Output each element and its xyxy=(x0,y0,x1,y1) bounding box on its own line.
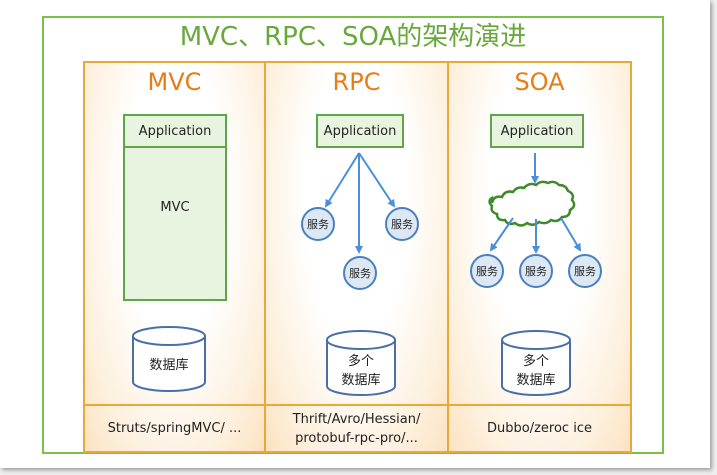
framework-footer-rpc: Thrift/Avro/Hessian/ protobuf-rpc-pro/..… xyxy=(266,404,447,451)
database-icon-mvc: 数据库 xyxy=(132,326,206,392)
database-label-rpc-1: 多个 xyxy=(348,353,374,369)
database-label-mvc: 数据库 xyxy=(149,357,188,373)
footer-line-2: protobuf-rpc-pro/... xyxy=(295,430,418,446)
framework-footer-mvc: Struts/springMVC/ ... xyxy=(85,404,264,451)
footer-line-1: Thrift/Avro/Hessian/ xyxy=(292,411,421,427)
database-label-rpc-2: 数据库 xyxy=(341,372,380,388)
framework-footer-soa: Dubbo/zeroc ice xyxy=(449,404,630,451)
service-node-soa-right: 服务 xyxy=(568,254,602,288)
service-node-soa-middle: 服务 xyxy=(519,254,553,288)
column-title-soa: SOA xyxy=(514,68,565,96)
service-node-rpc-left: 服务 xyxy=(301,207,335,241)
slide: MVC、RPC、SOA的架构演进 MVC Application MVC Str… xyxy=(0,0,710,468)
service-label: 服务 xyxy=(525,265,547,278)
column-title-rpc: RPC xyxy=(332,68,381,96)
database-icon-soa: 多个 数据库 xyxy=(501,330,571,396)
cloud-bus-icon xyxy=(488,180,576,227)
application-box-mvc: Application xyxy=(123,114,227,148)
page-title: MVC、RPC、SOA的架构演进 xyxy=(179,22,527,52)
database-label-soa-1: 多个 xyxy=(523,353,549,369)
application-box-rpc: Application xyxy=(316,114,404,148)
service-node-soa-left: 服务 xyxy=(470,254,504,288)
arrow-down-icon xyxy=(358,152,396,208)
outer-frame xyxy=(42,16,664,454)
database-icon-rpc: 多个 数据库 xyxy=(326,330,396,396)
arrow-down-icon xyxy=(324,152,360,208)
service-node-rpc-right: 服务 xyxy=(385,207,419,241)
service-label: 服务 xyxy=(476,265,498,278)
service-node-rpc-bottom: 服务 xyxy=(343,256,377,290)
service-label: 服务 xyxy=(349,267,371,280)
database-label-soa-2: 数据库 xyxy=(516,372,555,388)
arrow-down-icon xyxy=(489,217,514,252)
mvc-layer-box: MVC xyxy=(123,148,227,301)
column-title-mvc: MVC xyxy=(147,68,202,96)
application-box-soa: Application xyxy=(490,114,584,148)
arrow-down-icon xyxy=(560,217,582,252)
service-label: 服务 xyxy=(307,218,329,231)
service-label: 服务 xyxy=(574,265,596,278)
service-label: 服务 xyxy=(391,218,413,231)
